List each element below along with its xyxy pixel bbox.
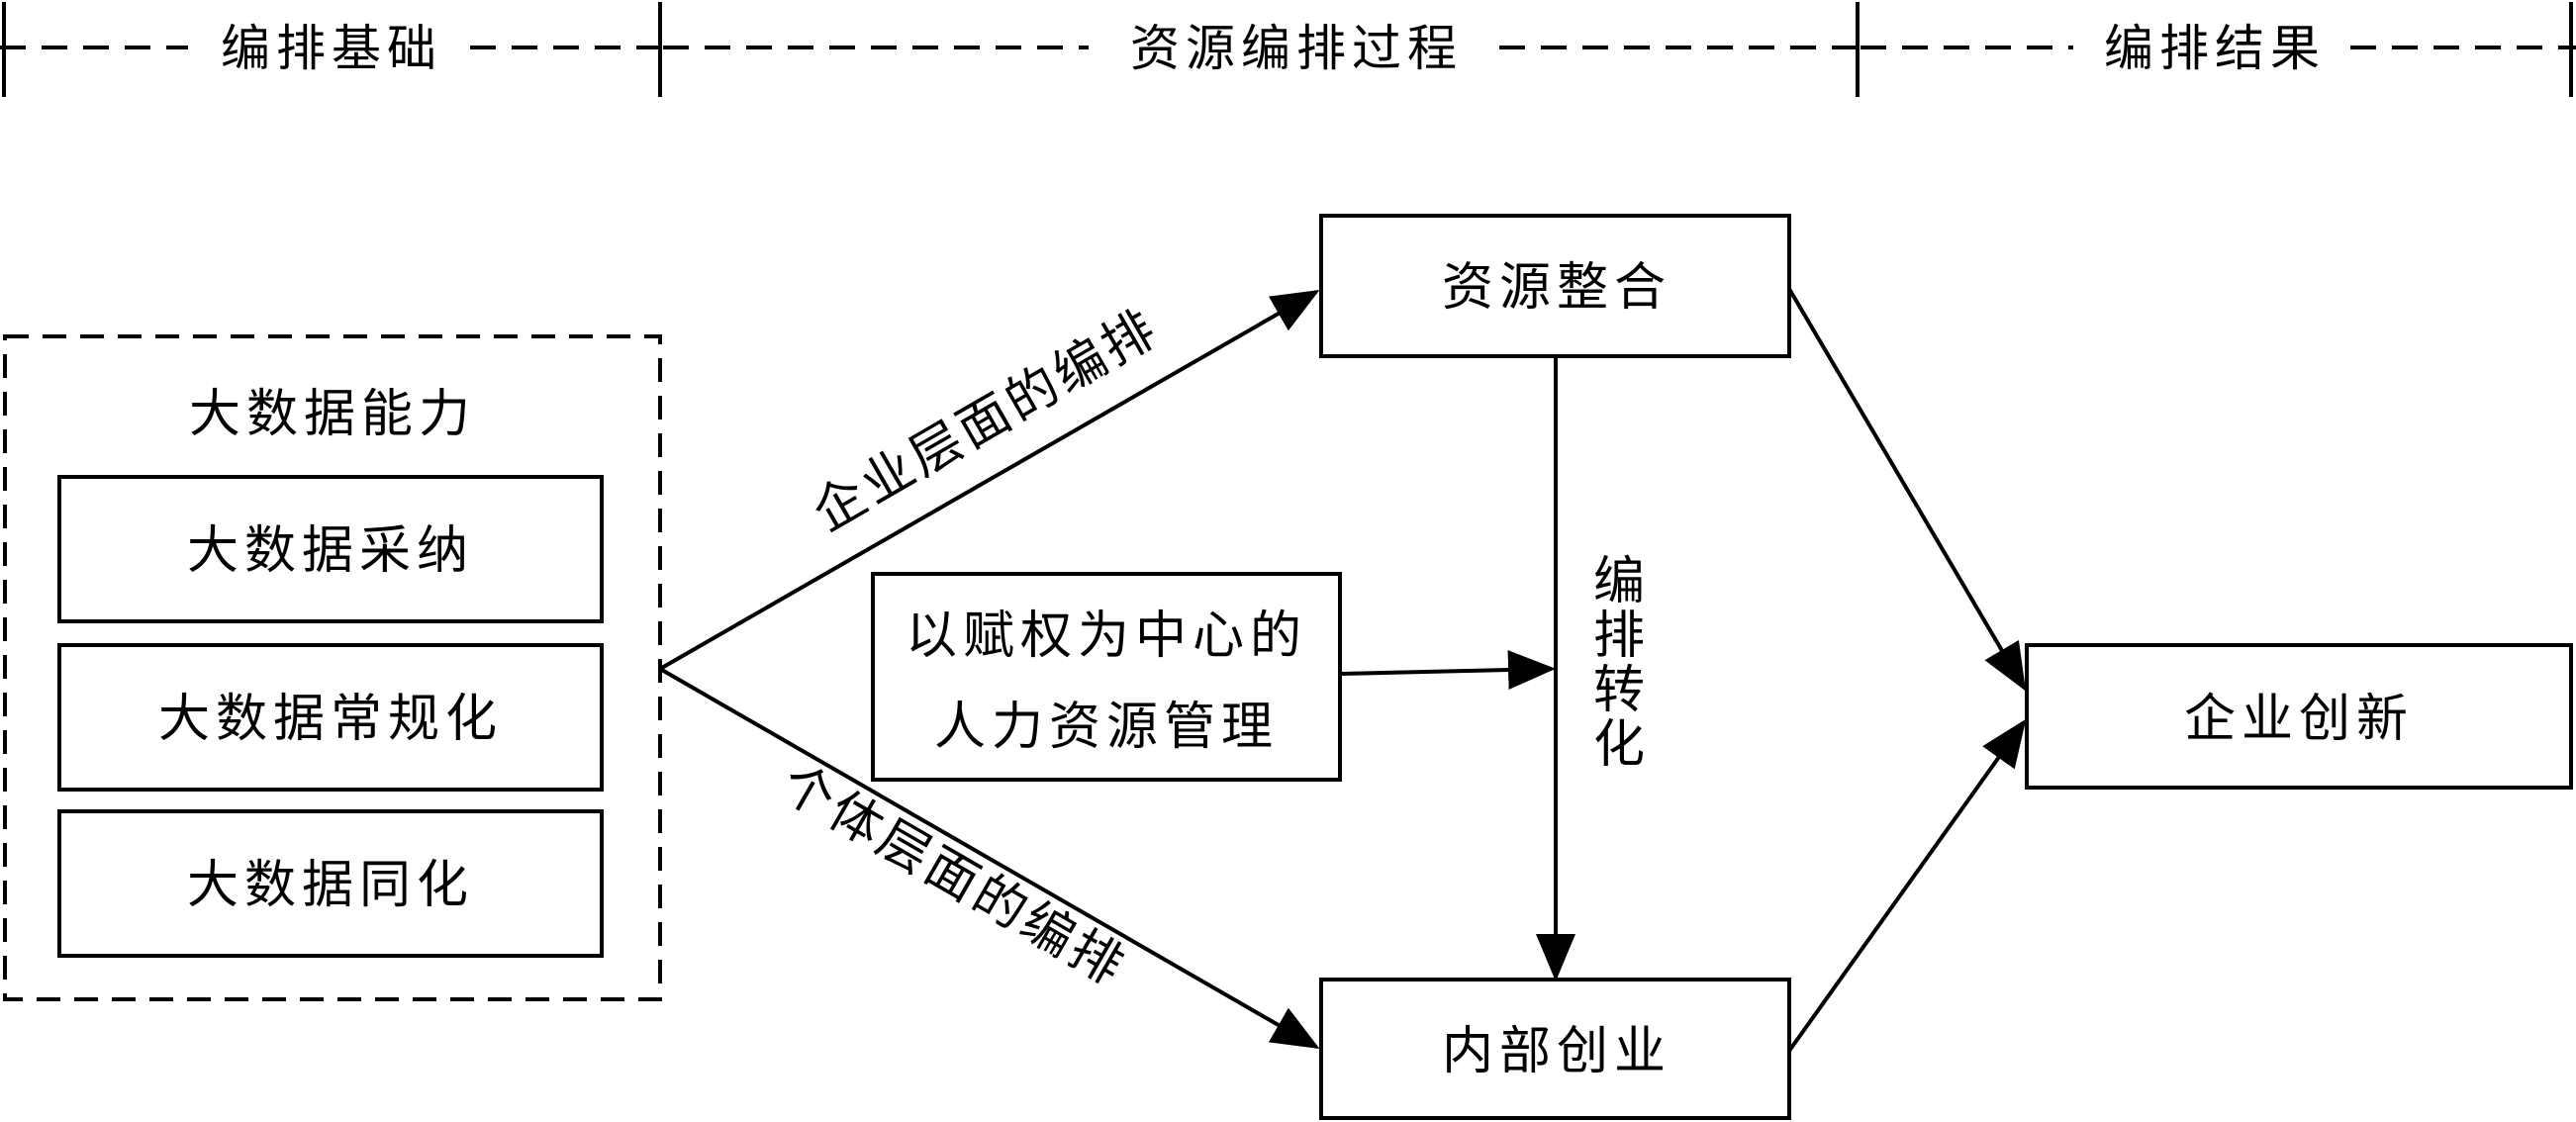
capability-group-title: 大数据能力 — [189, 385, 476, 444]
hrm-label-line2: 人力资源管理 — [934, 698, 1279, 757]
transformation-char-1: 编 — [1593, 552, 1645, 611]
edge-label-individual-level: 个体层面的编排 — [771, 753, 1136, 998]
node-internal-venturing: 内部创业 — [1319, 978, 1791, 1120]
node-resource-integration: 资源整合 — [1319, 214, 1791, 358]
transformation-char-4: 化 — [1593, 715, 1645, 775]
capability-box-assimilation — [57, 809, 604, 958]
header-result-label: 编排结果 — [2104, 20, 2326, 77]
header-band: 编排基础 资源编排过程 编排结果 — [0, 2, 2576, 97]
capability-box-adoption — [57, 475, 604, 623]
capability-item-routinization: 大数据常规化 — [158, 690, 503, 749]
innovation-label: 企业创新 — [2184, 690, 2414, 749]
hrm-label-line1: 以赋权为中心的 — [906, 607, 1307, 666]
transformation-char-3: 转 — [1593, 661, 1645, 720]
capability-item-adoption: 大数据采纳 — [187, 521, 474, 581]
internal-venturing-label: 内部创业 — [1442, 1022, 1671, 1081]
capability-group: 大数据能力 大数据采纳 大数据常规化 大数据同化 — [3, 334, 662, 1001]
header-process-label: 资源编排过程 — [1130, 20, 1463, 77]
arrow-hrm-to-transformation — [1340, 650, 1556, 691]
arrow-venturing-to-innovation — [1787, 718, 2027, 1053]
node-hrm: 以赋权为中心的 人力资源管理 — [871, 572, 1342, 782]
transformation-char-2: 排 — [1593, 607, 1645, 666]
capability-box-routinization — [57, 643, 604, 792]
edge-label-transformation: 编 排 转 化 — [1593, 552, 1645, 775]
node-innovation: 企业创新 — [2025, 643, 2573, 790]
edge-label-enterprise-level: 企业层面的编排 — [804, 298, 1169, 543]
arrow-to-internal-venturing — [659, 667, 1320, 1049]
arrow-to-resource-integration — [659, 290, 1320, 671]
resource-integration-label: 资源整合 — [1442, 258, 1671, 318]
capability-item-assimilation: 大数据同化 — [187, 856, 474, 915]
arrow-resource-to-innovation — [1787, 287, 2027, 692]
header-foundation-label: 编排基础 — [221, 20, 442, 77]
